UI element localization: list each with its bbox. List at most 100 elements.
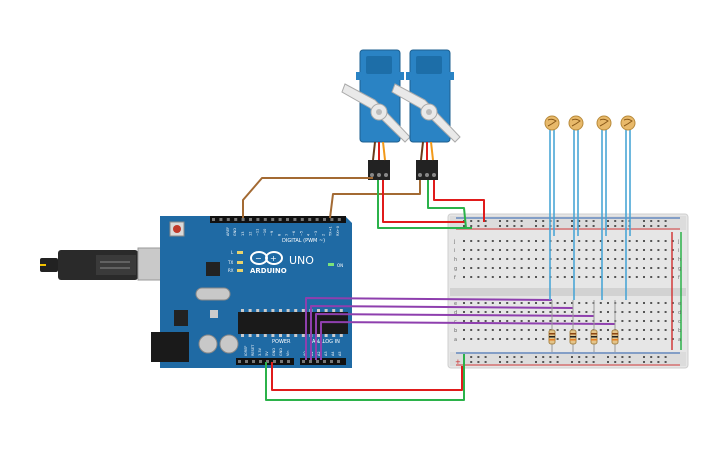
digital-pin-label: ~6: [292, 231, 296, 236]
power-pin-label: GND: [279, 348, 283, 356]
row-letter: j: [453, 239, 455, 245]
wire-5v: [271, 362, 463, 391]
arduino-brand: ARDUINO: [250, 267, 287, 275]
row-letter: a: [678, 337, 681, 343]
power-pin-label: Vin: [286, 350, 290, 356]
usb-cable-end: [40, 258, 58, 272]
analog-pin-label: A5: [338, 351, 342, 356]
usb-chip: [206, 262, 220, 276]
photoresistor: [544, 115, 560, 300]
row-letter: i: [454, 248, 455, 254]
wire-gnd: [265, 354, 465, 401]
digital-pin-label: GND: [233, 228, 237, 236]
dc-power-jack: [151, 332, 189, 362]
row-letter: b: [454, 328, 457, 334]
arduino-model: UNO: [289, 254, 314, 267]
digital-pin-label: ~5: [299, 231, 303, 236]
bottom-power-rail: [450, 352, 686, 366]
led-l-label: L: [231, 250, 234, 255]
row-letter: h: [678, 257, 681, 263]
power-pin-label: GND: [272, 348, 276, 356]
photoresistor: [596, 115, 612, 300]
row-letter: a: [454, 337, 457, 343]
regulator: [174, 310, 188, 326]
row-letter: e: [678, 301, 681, 307]
wire-a0: [305, 297, 553, 360]
row-letter: g: [454, 266, 457, 272]
analog-pin-label: A3: [324, 351, 328, 356]
digital-pin-label: 13: [241, 232, 245, 236]
digital-pin-label: 12: [248, 232, 252, 236]
resistor: [548, 300, 556, 352]
resistor: [569, 300, 577, 352]
digital-pin-label: ~11: [256, 229, 260, 236]
led-tx-label: TX: [227, 260, 233, 265]
photoresistor: [620, 115, 636, 300]
digital-pin-label: AREF: [226, 227, 230, 236]
wires: [242, 177, 616, 401]
center-channel: [450, 288, 686, 296]
power-pin-label: 5V: [265, 351, 269, 356]
digital-header: [210, 216, 346, 223]
resistors: [548, 300, 619, 352]
photoresistor: [568, 115, 584, 300]
led-rx-label: RX: [228, 268, 234, 273]
row-letter: c: [678, 319, 681, 325]
digital-pin-label: ~10: [263, 229, 267, 236]
wire-servo2-gnd: [427, 180, 467, 229]
wire-servo1-signal: [242, 177, 373, 218]
row-letter: j: [677, 239, 679, 245]
resistor: [590, 300, 598, 352]
capacitor: [198, 334, 218, 354]
row-letter: h: [454, 257, 457, 263]
breadboard-holes: [463, 220, 674, 363]
digital-header-label: DIGITAL (PWM ~): [282, 238, 325, 244]
digital-pin-label: 2: [321, 234, 325, 236]
wire-servo1-gnd: [377, 180, 472, 229]
power-pin-label: RESET: [251, 344, 255, 356]
on-label: ON: [337, 263, 343, 268]
power-header: [236, 358, 294, 365]
rail-plus-label: +: [455, 358, 461, 366]
wire-servo2-vcc: [433, 180, 485, 222]
digital-pin-label: 4: [307, 233, 311, 236]
row-letter: e: [454, 301, 457, 307]
capacitor: [219, 334, 239, 354]
arduino-logo: − +: [250, 251, 283, 265]
digital-pin-label: ~9: [270, 231, 274, 236]
wire-a2: [315, 313, 595, 360]
servo-1: [341, 49, 411, 180]
row-letter: f: [678, 275, 680, 281]
wire-servo2-signal: [329, 180, 421, 219]
top-power-rail: [450, 216, 686, 230]
analog-header-label: ANALOG IN: [312, 339, 340, 345]
row-letter: d: [454, 310, 457, 316]
crystal: [195, 287, 231, 301]
digital-pin-label: TX→1: [329, 226, 333, 237]
analog-pin-label: A2: [317, 351, 321, 356]
digital-pin-label: RX←0: [336, 226, 340, 236]
row-letter: d: [678, 310, 681, 316]
row-letter: g: [678, 266, 681, 272]
row-letter: i: [678, 248, 679, 254]
digital-pin-label: ~3: [314, 231, 318, 236]
photoresistors: [544, 115, 636, 300]
row-letter: f: [454, 275, 456, 281]
digital-pin-label: 7: [285, 234, 289, 236]
svg-text:−: −: [255, 254, 262, 263]
wire-a1: [310, 305, 574, 360]
analog-pin-label: A4: [331, 351, 335, 356]
led-rx: [237, 269, 243, 272]
svg-text:+: +: [270, 254, 277, 263]
wire-a3: [320, 321, 616, 360]
led-on: [328, 263, 334, 266]
wire-servo1-vcc: [382, 180, 466, 223]
power-header-label: POWER: [272, 339, 291, 345]
led-l: [237, 251, 243, 254]
power-pin-label: IOREF: [244, 346, 248, 356]
power-pin-label: 3.3V: [258, 347, 262, 356]
resistor: [611, 300, 619, 352]
